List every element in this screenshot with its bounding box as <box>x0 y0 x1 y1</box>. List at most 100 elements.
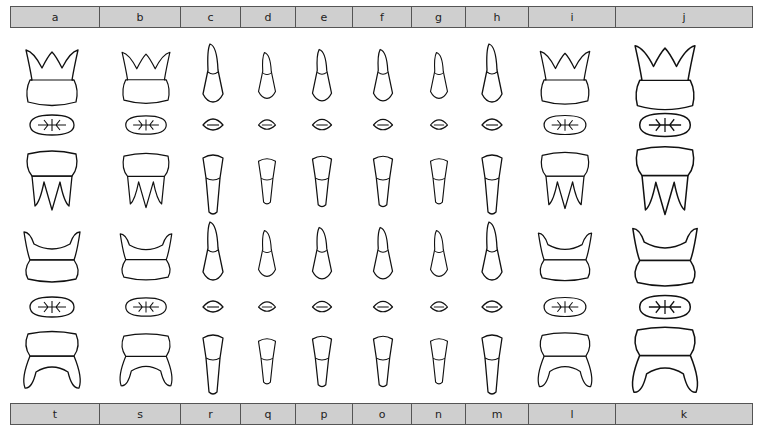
tooth-letter: p <box>321 408 328 421</box>
tooth-line <box>641 80 689 81</box>
tooth-line <box>545 79 585 80</box>
tooth-line <box>434 125 444 126</box>
occlusal-molar <box>30 297 74 317</box>
tooth <box>482 44 502 102</box>
column-cell: e <box>295 6 353 28</box>
column-cell: o <box>352 403 412 425</box>
tooth-line <box>316 306 327 307</box>
occlusal-molar <box>126 116 166 134</box>
tooth <box>313 119 332 129</box>
tooth-line <box>208 250 218 252</box>
anterior-tooth <box>313 156 332 206</box>
molar-crown <box>636 147 693 176</box>
tooth <box>431 53 448 99</box>
tooth-letter: b <box>137 11 144 24</box>
molar-crown <box>122 260 170 280</box>
tooth-letter: i <box>570 11 573 24</box>
tooth-line <box>206 178 220 180</box>
tooth <box>541 152 588 208</box>
occlusal-molar <box>640 114 691 137</box>
tooth <box>633 327 698 392</box>
tooth-line <box>376 178 389 180</box>
tooth-line <box>208 72 218 74</box>
tooth-line <box>434 307 444 308</box>
tooth-letter: f <box>380 11 384 24</box>
tooth-line <box>38 301 66 313</box>
tooth-letter: g <box>435 11 442 24</box>
tooth <box>203 44 223 102</box>
anterior-tooth <box>313 50 332 101</box>
tooth-letter: o <box>379 408 386 421</box>
anterior-tooth <box>374 228 393 279</box>
tooth <box>374 336 393 386</box>
column-cell: q <box>240 403 296 425</box>
occlusal-anterior <box>259 302 276 311</box>
tooth-line <box>38 119 66 131</box>
tooth <box>203 335 223 394</box>
column-cell: c <box>180 6 241 28</box>
tooth-line <box>377 306 388 307</box>
occlusal-molar <box>544 298 586 317</box>
column-cell: s <box>99 403 181 425</box>
tooth <box>313 50 332 101</box>
molar-roots <box>633 228 697 260</box>
tooth-letter: h <box>494 11 501 24</box>
molar-roots <box>633 355 698 392</box>
tooth <box>374 301 393 311</box>
molar-crown <box>540 333 590 356</box>
tooth-letter: j <box>682 11 685 24</box>
tooth-letter: t <box>53 408 57 421</box>
column-cell: p <box>295 403 353 425</box>
tooth-letter: l <box>570 408 573 421</box>
tooth-letter: m <box>492 408 503 421</box>
tooth-letter: e <box>321 11 328 24</box>
tooth-line <box>261 358 273 360</box>
anterior-tooth <box>431 53 448 99</box>
tooth <box>203 301 223 312</box>
anterior-tooth <box>482 222 502 280</box>
molar-crown <box>26 260 78 282</box>
tooth-line <box>317 250 327 252</box>
tooth <box>431 339 448 384</box>
tooth-line <box>485 178 499 180</box>
tooth-line <box>133 119 159 130</box>
tooth-line <box>485 358 499 360</box>
occlusal-anterior <box>374 119 393 129</box>
anterior-tooth <box>431 159 448 204</box>
column-cell: g <box>411 6 466 28</box>
tooth <box>374 228 393 279</box>
tooth-line <box>263 251 272 253</box>
tooth <box>482 119 502 130</box>
tooth-line <box>378 250 388 252</box>
tooth-line <box>486 306 498 307</box>
tooth <box>26 50 78 106</box>
tooth-letter: r <box>208 408 213 421</box>
tooth-line <box>262 125 272 126</box>
tooth <box>259 231 276 277</box>
anterior-tooth <box>482 155 502 214</box>
tooth-line <box>487 250 497 252</box>
tooth-line <box>435 251 444 253</box>
tooth-letter: n <box>435 408 442 421</box>
tooth <box>640 296 691 319</box>
molar-roots <box>24 232 80 260</box>
tooth-line <box>552 119 579 130</box>
tooth-line <box>433 178 445 180</box>
anterior-tooth <box>259 339 276 384</box>
anterior-tooth <box>431 231 448 277</box>
molar-roots <box>120 234 172 260</box>
tooth <box>374 156 393 206</box>
tooth <box>203 222 223 280</box>
molar-roots <box>538 356 592 386</box>
tooth <box>203 119 223 130</box>
anterior-tooth <box>482 335 502 394</box>
column-cell: m <box>465 403 529 425</box>
occlusal-anterior <box>431 302 448 311</box>
molar-roots <box>120 356 172 385</box>
molar-crown <box>122 334 170 357</box>
tooth <box>122 52 170 103</box>
molar-crown <box>541 152 588 176</box>
tooth-letter: q <box>265 408 272 421</box>
tooth <box>482 335 502 394</box>
